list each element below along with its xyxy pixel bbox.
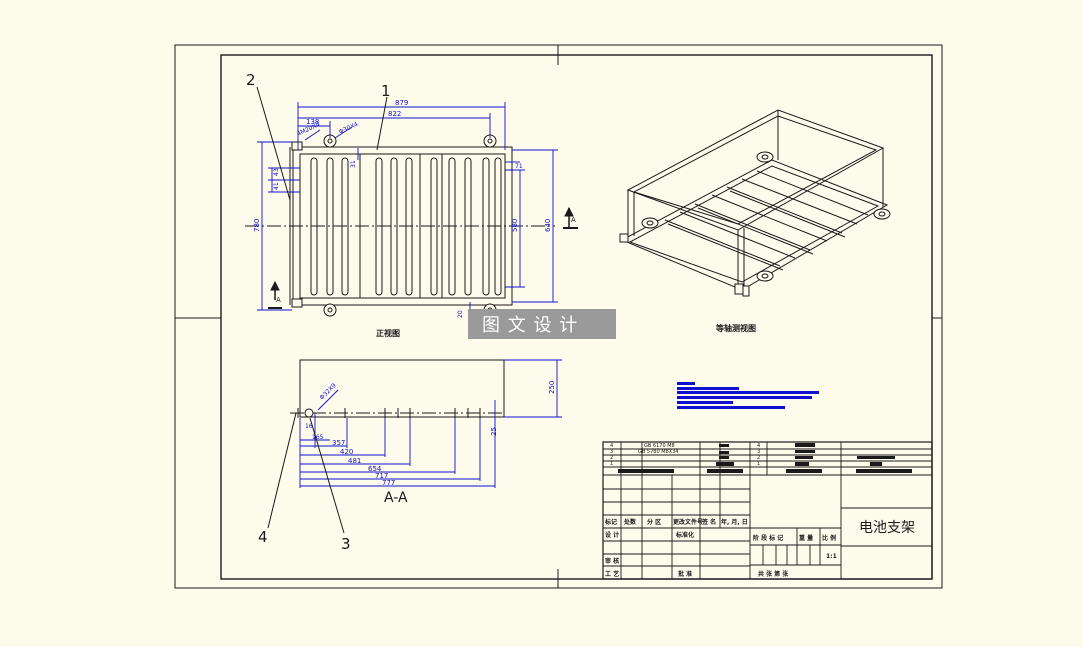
svg-text:A: A [276, 296, 281, 304]
svg-text:GB 5780 M8X34: GB 5780 M8X34 [638, 449, 679, 455]
front-view-dimensions [257, 102, 558, 318]
leaders-top [256, 86, 388, 201]
iso-view [619, 109, 891, 297]
dim-879: 879 [395, 99, 408, 107]
svg-text:工 艺: 工 艺 [605, 570, 619, 578]
dim-717: 717 [375, 472, 388, 480]
svg-text:2: 2 [610, 455, 613, 461]
svg-text:共 张 第 张: 共 张 第 张 [758, 570, 789, 578]
dim-780: 780 [253, 219, 261, 232]
leaders-bottom [267, 412, 345, 534]
iso-base-frame [620, 159, 889, 291]
balloon-1: 1 [381, 82, 391, 100]
svg-text:重 量: 重 量 [799, 534, 813, 542]
dim-41: 41 [273, 182, 280, 190]
front-view: 879 822 138 4M20X4 Φ30X4 43 41 780 580 6… [245, 71, 578, 338]
svg-text:GB 6170 M8: GB 6170 M8 [644, 443, 675, 449]
section-view: 250 25 Φ32X9 16 165 357 420 481 654 717 … [258, 359, 562, 553]
svg-text:3: 3 [610, 449, 613, 455]
iso-view-caption: 等轴测视图 [715, 323, 756, 333]
svg-text:批 准: 批 准 [678, 570, 692, 578]
front-view-dimension-text: 879 822 138 4M20X4 Φ30X4 43 41 780 580 6… [253, 99, 552, 318]
svg-text:A: A [571, 216, 576, 224]
svg-text:设 计: 设 计 [605, 531, 619, 539]
balloon-3: 3 [341, 535, 351, 553]
dim-71: 71 [515, 163, 523, 170]
dim-138: 138 [306, 118, 319, 126]
iso-slats [664, 170, 869, 271]
title-block-headers: 标记 处数 分 区 更改文件号 签 名 年, 月, 日 设 计 标准化 审 核 … [604, 518, 837, 578]
svg-text:4: 4 [610, 443, 613, 449]
dim-640: 640 [544, 219, 552, 232]
svg-text:年, 月, 日: 年, 月, 日 [721, 518, 748, 526]
dim-31: 31 [350, 160, 357, 168]
title-block-redacted [618, 443, 912, 473]
svg-text:标准化: 标准化 [675, 531, 694, 539]
dim-420: 420 [340, 448, 353, 456]
svg-text:处数: 处数 [623, 518, 637, 526]
drawing-title: 电池支架 [859, 520, 915, 536]
technical-notes-redacted [677, 382, 819, 409]
dim-25: 25 [490, 427, 498, 436]
svg-text:分 区: 分 区 [647, 518, 661, 526]
svg-text:3: 3 [757, 449, 760, 455]
svg-text:4: 4 [757, 443, 760, 449]
section-marker-right: A [563, 206, 578, 229]
dim-357: 357 [332, 439, 345, 447]
svg-text:更改文件号: 更改文件号 [673, 518, 703, 526]
dim-580: 580 [511, 219, 519, 232]
section-marker-left: A [268, 280, 282, 309]
hole-note-3: Φ32X9 [318, 382, 337, 401]
dim-16: 16 [305, 423, 313, 430]
watermark: 图 文 设 计 [468, 309, 616, 339]
section-view-dimension-text: 250 25 Φ32X9 16 165 357 420 481 654 717 … [305, 381, 556, 487]
svg-text:审 核: 审 核 [605, 557, 619, 565]
parts-list-rows: 4 GB 6170 M8 3 GB 5780 M8X34 2 1 4 3 2 1 [610, 443, 760, 467]
dim-822: 822 [388, 110, 401, 118]
dim-43: 43 [273, 168, 280, 176]
svg-text:1:1: 1:1 [826, 553, 837, 560]
dim-654: 654 [368, 465, 382, 473]
iso-lugs [619, 151, 891, 297]
title-block [602, 441, 933, 580]
balloon-4: 4 [258, 528, 268, 546]
dim-481: 481 [348, 457, 361, 465]
svg-text:签 名: 签 名 [701, 518, 716, 526]
watermark-text: 图 文 设 计 [482, 315, 578, 336]
svg-text:2: 2 [757, 455, 760, 461]
balloon-2: 2 [246, 71, 256, 89]
front-view-lugs [291, 134, 497, 317]
svg-text:比 例: 比 例 [822, 534, 836, 542]
dim-250: 250 [548, 381, 556, 394]
dim-20: 20 [457, 310, 464, 318]
svg-text:1: 1 [610, 461, 613, 467]
hole-note-2: Φ30X4 [338, 121, 360, 136]
svg-text:1: 1 [757, 461, 760, 467]
sheet-border [174, 44, 943, 589]
section-view-outline [290, 359, 505, 418]
dim-777: 777 [382, 479, 395, 487]
section-view-caption: A-A [384, 490, 408, 506]
svg-text:阶 段 标 记: 阶 段 标 记 [753, 534, 783, 542]
section-view-dimensions [299, 359, 562, 488]
dim-165: 165 [312, 434, 324, 441]
svg-text:标记: 标记 [604, 518, 617, 526]
front-view-caption: 正视图 [376, 328, 400, 338]
